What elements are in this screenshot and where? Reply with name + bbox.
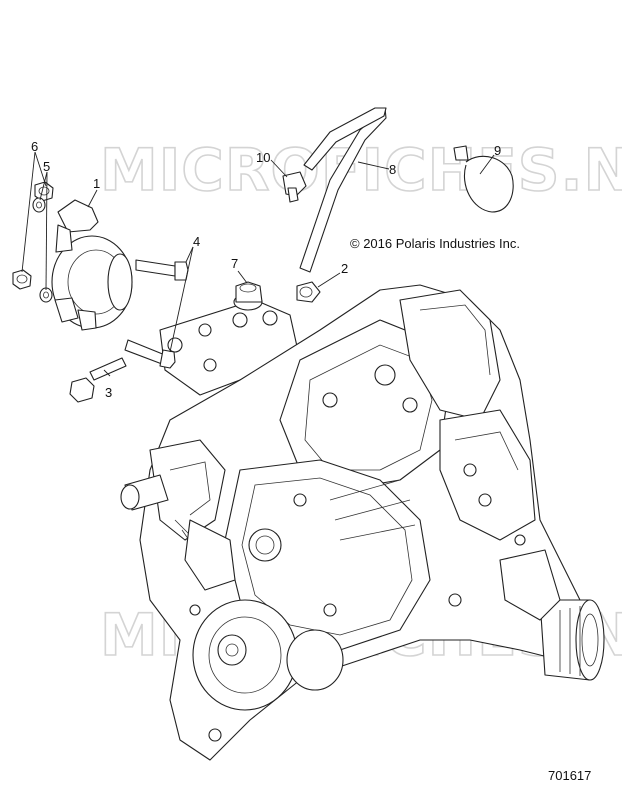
- flange-nut: [233, 281, 263, 311]
- gear-position-sensor: [51, 199, 133, 331]
- callout-6: 6: [31, 139, 38, 154]
- bolt-upper: [135, 259, 189, 281]
- hose-clamp: [296, 281, 321, 303]
- diagram-number: 701617: [548, 768, 591, 783]
- nut-lower: [12, 269, 32, 290]
- washer-lower: [39, 287, 53, 303]
- callout-10: 10: [256, 150, 270, 165]
- transmission-housing: [120, 284, 605, 761]
- bolt-middle: [124, 339, 176, 369]
- vent-hose: [299, 107, 387, 273]
- callout-2: 2: [341, 261, 348, 276]
- washer-upper: [32, 197, 46, 213]
- callout-3: 3: [105, 385, 112, 400]
- callout-9: 9: [494, 143, 501, 158]
- cable-tie: [453, 145, 514, 213]
- bolt-lower: [69, 357, 127, 403]
- callout-8: 8: [389, 162, 396, 177]
- hose-connector: [282, 171, 307, 203]
- callout-1: 1: [93, 176, 100, 191]
- callout-7: 7: [231, 256, 238, 271]
- leader-lines: [21, 151, 495, 377]
- copyright-text: © 2016 Polaris Industries Inc.: [350, 236, 520, 251]
- callout-4: 4: [193, 234, 200, 249]
- callout-5: 5: [43, 159, 50, 174]
